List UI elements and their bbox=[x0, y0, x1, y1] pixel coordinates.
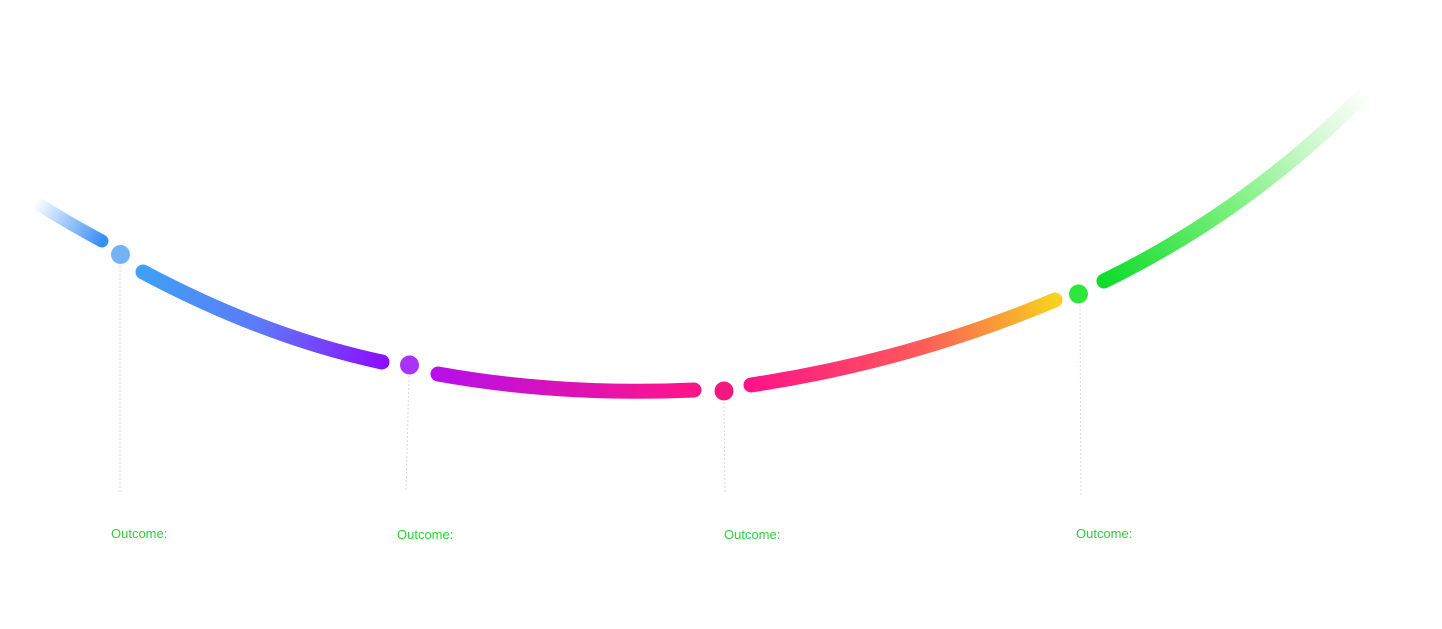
connector-line-3 bbox=[723, 401, 726, 494]
outcome-label-3: Outcome: bbox=[724, 527, 781, 542]
milestone-node-2[interactable] bbox=[400, 355, 419, 375]
curve-segment-1 bbox=[28, 195, 109, 248]
curve-segment-3 bbox=[430, 366, 702, 399]
connector-line-4 bbox=[1079, 304, 1082, 496]
curve-segment-4 bbox=[743, 292, 1063, 393]
outcome-label-1: Outcome: bbox=[111, 526, 168, 541]
milestone-node-1[interactable] bbox=[111, 245, 130, 264]
connector-line-2 bbox=[405, 375, 410, 491]
outcome-label-2: Outcome: bbox=[397, 527, 454, 542]
milestone-node-3[interactable] bbox=[714, 381, 734, 401]
curve-segment-2 bbox=[135, 264, 390, 370]
milestone-node-4[interactable] bbox=[1069, 284, 1088, 304]
curve-segment-5 bbox=[1096, 82, 1376, 289]
outcome-label-4: Outcome: bbox=[1076, 526, 1133, 541]
